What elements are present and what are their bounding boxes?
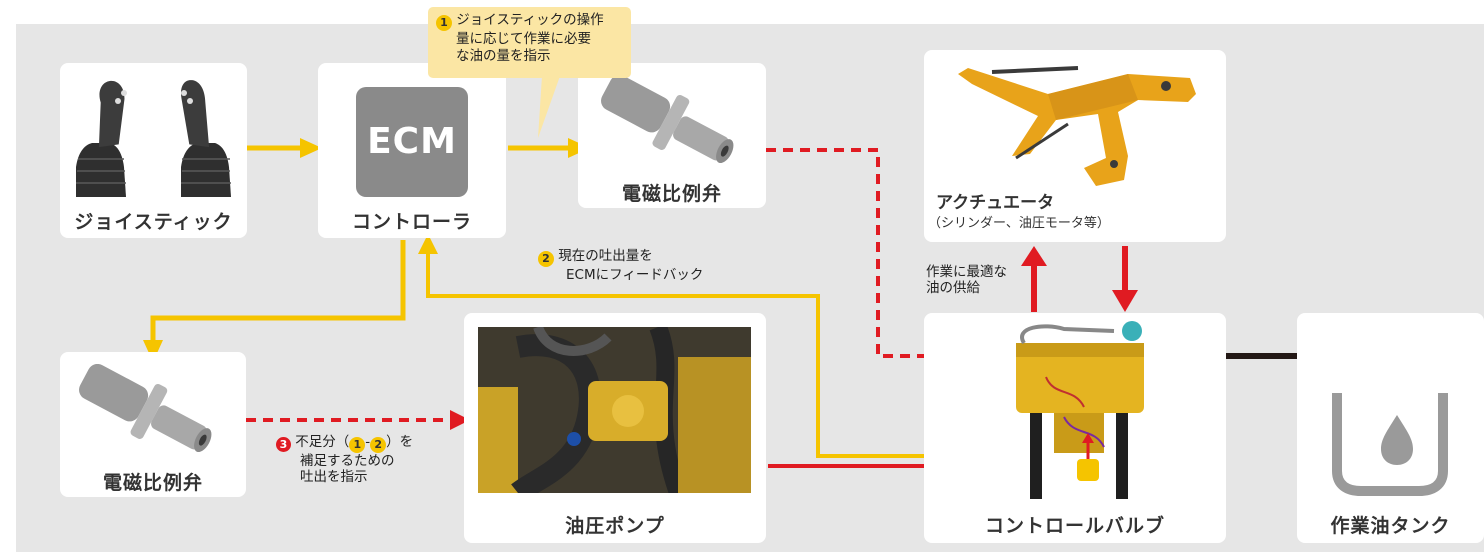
hydraulic-pump-card: 油圧ポンプ xyxy=(464,313,766,543)
step2-line2: ECMにフィードバック xyxy=(566,267,704,283)
step3-number: 3 xyxy=(276,437,291,452)
step3-line2: 補足するための xyxy=(300,453,395,469)
arrowhead xyxy=(143,340,163,362)
step2-note: 2 現在の吐出量を ECMにフィードバック xyxy=(538,248,703,283)
arrowhead xyxy=(1112,290,1138,312)
control-valve-label: コントロールバルブ xyxy=(984,515,1165,537)
control-valve-icon xyxy=(1016,321,1144,499)
solenoid-valve-icon xyxy=(79,364,212,453)
solenoid-valve-bottom-card: 電磁比例弁 xyxy=(60,352,246,497)
excavator-arm-icon xyxy=(958,66,1196,186)
solenoid-valve-icon xyxy=(601,75,734,164)
controller-card: ECM コントローラ xyxy=(318,63,506,238)
actuator-label: アクチュエータ xyxy=(936,193,1055,213)
arrow-controller-to-solenoid-bottom xyxy=(150,240,406,344)
step2-line1: 現在の吐出量を xyxy=(558,248,653,264)
arrowhead xyxy=(418,234,438,254)
controller-label: コントローラ xyxy=(351,211,472,233)
tank-label: 作業油タンク xyxy=(1330,515,1451,537)
step2-number: 2 xyxy=(538,251,554,267)
step1-callout: 1 ジョイスティックの操作 量に応じて作業に必要 な油の量を指示 xyxy=(428,7,631,78)
step3-ref1: 1 xyxy=(349,437,366,453)
hydraulic-pump-photo xyxy=(478,327,751,493)
solenoid-valve-top-card: 電磁比例弁 xyxy=(578,63,766,208)
solenoid-top-label: 電磁比例弁 xyxy=(621,183,722,205)
control-valve-card: コントロールバルブ xyxy=(924,313,1226,543)
supply-note: 作業に最適な 油の供給 xyxy=(926,264,1007,296)
step1-callout-tail xyxy=(538,76,560,138)
step3-line3: 吐出を指示 xyxy=(300,469,368,485)
supply-line2: 油の供給 xyxy=(926,280,980,296)
arrowhead xyxy=(1021,246,1047,266)
supply-line1: 作業に最適な xyxy=(926,264,1007,280)
step1-line3: な油の量を指示 xyxy=(456,48,551,64)
oil-tank-card: 作業油タンク xyxy=(1297,313,1484,543)
ecm-icon: ECM xyxy=(356,87,468,197)
solenoid-bottom-label: 電磁比例弁 xyxy=(102,472,203,494)
step3-note: 3 不足分（1-2）を 補足するための 吐出を指示 xyxy=(276,434,413,485)
step1-line2: 量に応じて作業に必要 xyxy=(456,31,591,47)
feedback-line xyxy=(426,252,1086,458)
arrowhead xyxy=(450,410,470,430)
joystick-label: ジョイスティック xyxy=(74,211,233,233)
step3-ref2: 2 xyxy=(370,437,387,453)
step3-line1-post: ）を xyxy=(386,434,414,450)
step1-number: 1 xyxy=(436,15,452,31)
pump-label: 油圧ポンプ xyxy=(565,515,665,537)
arrowhead xyxy=(300,138,322,158)
joystick-icon xyxy=(76,80,231,197)
actuator-sublabel: （シリンダー、油圧モータ等） xyxy=(928,216,1110,231)
step3-line1-pre: 不足分（ xyxy=(295,434,350,450)
step1-text: 1 ジョイスティックの操作 量に応じて作業に必要 な油の量を指示 xyxy=(436,12,604,65)
step3-dash: - xyxy=(365,434,371,450)
joystick-card: ジョイスティック xyxy=(60,63,247,238)
oil-tank-icon xyxy=(1332,393,1448,496)
actuator-card: アクチュエータ （シリンダー、油圧モータ等） xyxy=(924,50,1226,242)
step1-line1: ジョイスティックの操作 xyxy=(456,12,604,28)
